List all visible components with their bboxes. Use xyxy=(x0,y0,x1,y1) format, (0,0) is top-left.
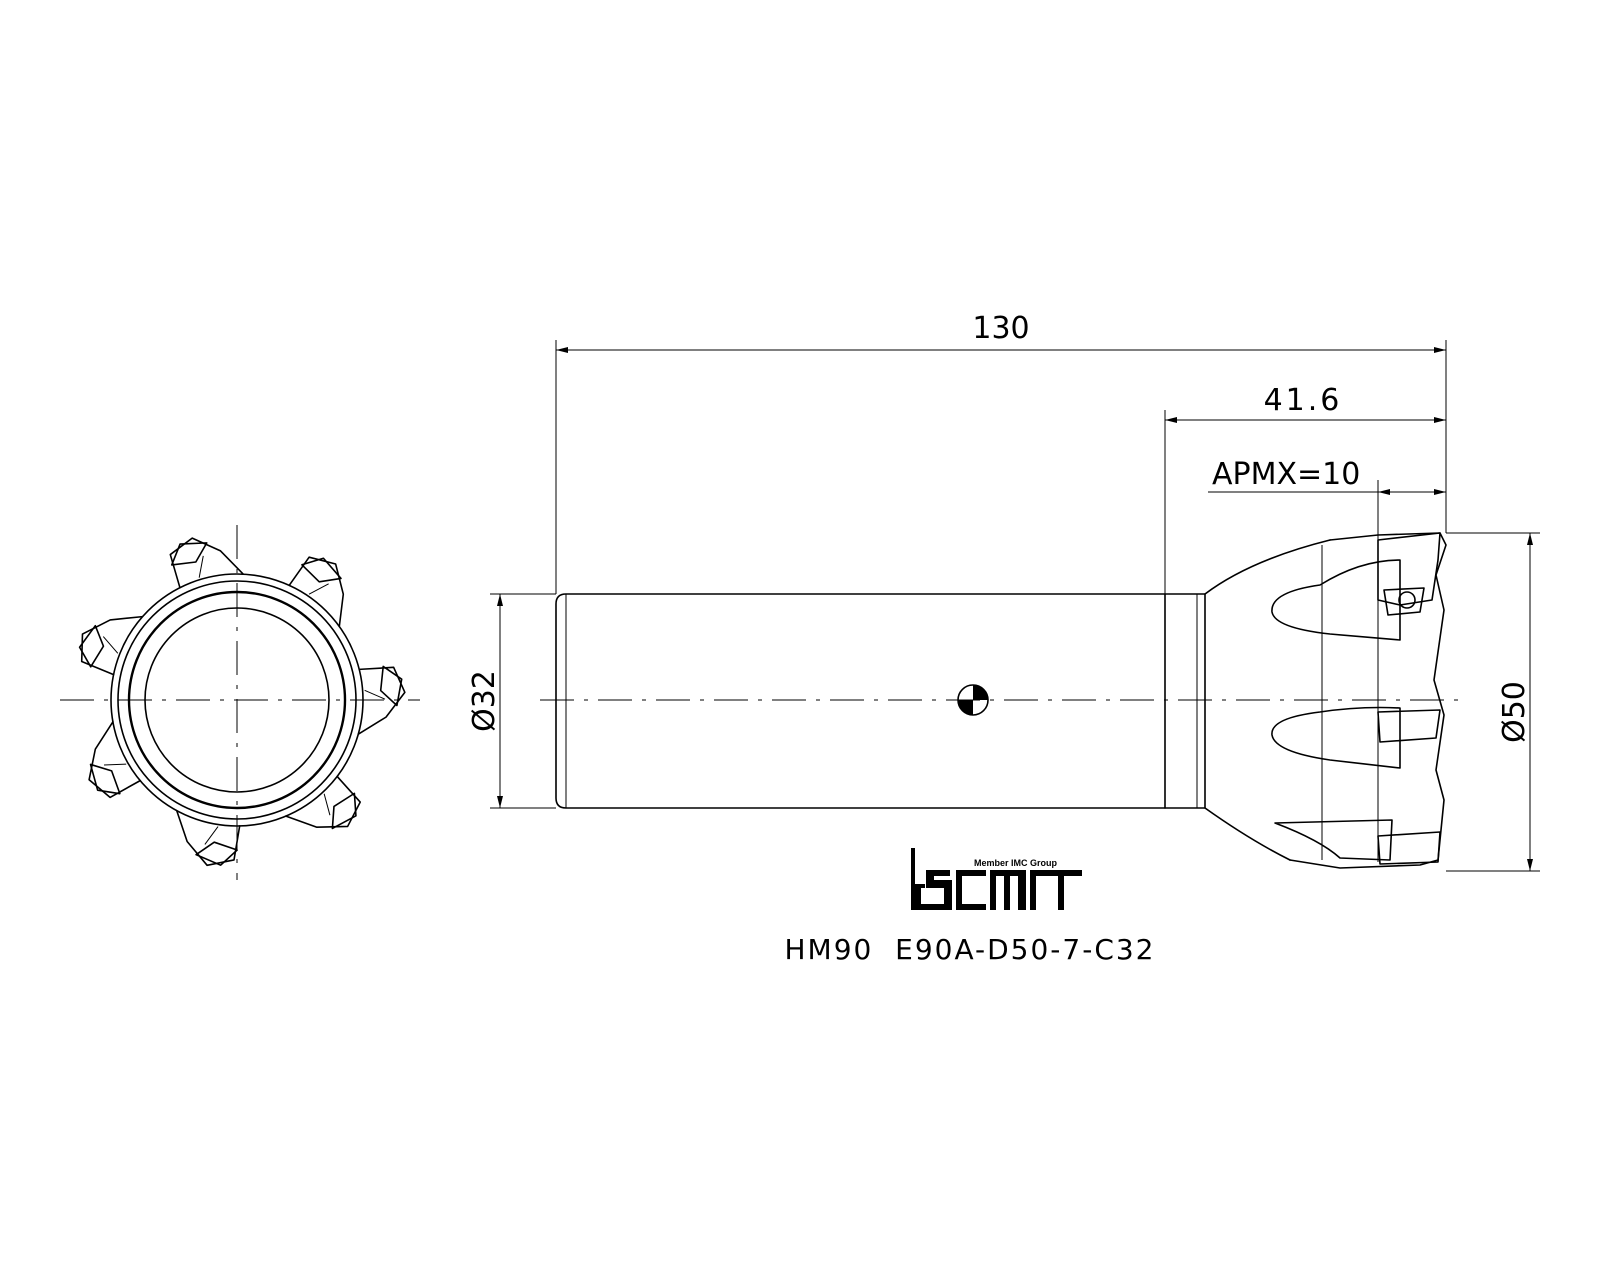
dim-head-length: 41.6 xyxy=(1264,383,1343,418)
end-view-flute-edge-3 xyxy=(364,689,386,700)
end-view-insert-7 xyxy=(78,624,105,668)
end-view-shank-circle xyxy=(127,590,347,810)
dimensions: 130 41.6 APMX=10 Ø32 Ø50 xyxy=(467,311,1540,872)
logo-mark-i-foot xyxy=(911,884,925,888)
dim-apmx: APMX=10 xyxy=(1212,457,1360,492)
logo-tagline: Member IMC Group xyxy=(974,858,1058,868)
end-view-flute-3 xyxy=(357,666,406,735)
insert-top xyxy=(1377,532,1441,606)
neck-outline xyxy=(1164,593,1206,809)
insert-top-screw xyxy=(1398,591,1416,609)
insert-bottom xyxy=(1377,831,1441,865)
end-view-flute-5 xyxy=(175,809,241,867)
end-view-flute-7 xyxy=(80,615,144,676)
end-view-flute-1 xyxy=(169,537,245,589)
dim-cutting-diameter: Ø50 xyxy=(1497,681,1532,743)
head-outline xyxy=(1289,532,1447,869)
end-view-insert-3 xyxy=(379,665,403,707)
part-number: HM90 E90A-D50-7-C32 xyxy=(785,933,1156,966)
dim-overall-length: 130 xyxy=(972,311,1029,346)
flute-gullet-top xyxy=(1271,559,1401,641)
end-view-flute-edge-5 xyxy=(204,826,219,845)
side-view xyxy=(540,532,1460,869)
logo-mark-a xyxy=(990,870,1026,910)
logo-mark-base xyxy=(911,888,921,910)
flute-gullet-middle xyxy=(1271,706,1401,769)
end-view-flute-edge-6 xyxy=(103,763,127,766)
body-cone-lower xyxy=(1204,807,1291,861)
end-view-insert-6 xyxy=(89,763,121,795)
end-view-flute-4 xyxy=(285,775,361,828)
end-view-flute-edge-2 xyxy=(308,583,329,595)
end-view-insert-1 xyxy=(170,542,208,566)
center-mark-quadrant-3 xyxy=(958,700,973,715)
end-view-ring-2 xyxy=(117,580,357,820)
end-view-flute-edge-7 xyxy=(102,636,119,654)
end-view-flute-edge-4 xyxy=(323,793,331,816)
end-view-insert-2 xyxy=(301,557,342,583)
end-view xyxy=(60,525,420,880)
end-view-insert-5 xyxy=(195,841,238,866)
end-view-flute-edge-1 xyxy=(198,555,204,578)
body-cone-upper xyxy=(1204,539,1331,595)
end-view-outer-ring xyxy=(110,573,364,827)
flute-gullet-bottom xyxy=(1274,819,1393,861)
center-mark-quadrant-1 xyxy=(973,685,988,700)
end-view-flute-6 xyxy=(88,721,141,799)
logo-mark-s xyxy=(920,870,952,910)
logo-mark-i xyxy=(911,848,915,888)
dim-shank-diameter: Ø32 xyxy=(467,670,502,732)
logo-mark-c xyxy=(956,870,986,910)
end-view-flute-2 xyxy=(288,556,345,628)
end-view-flutes xyxy=(78,537,406,867)
end-view-insert-4 xyxy=(331,792,357,830)
iscar-logo: Member IMC Group xyxy=(911,848,1082,910)
end-view-inner-circle xyxy=(144,607,330,793)
shank-outline xyxy=(555,593,1166,809)
logo-mark-r xyxy=(1030,870,1082,910)
insert-middle xyxy=(1377,709,1441,743)
insert-top-detail xyxy=(1383,587,1425,616)
